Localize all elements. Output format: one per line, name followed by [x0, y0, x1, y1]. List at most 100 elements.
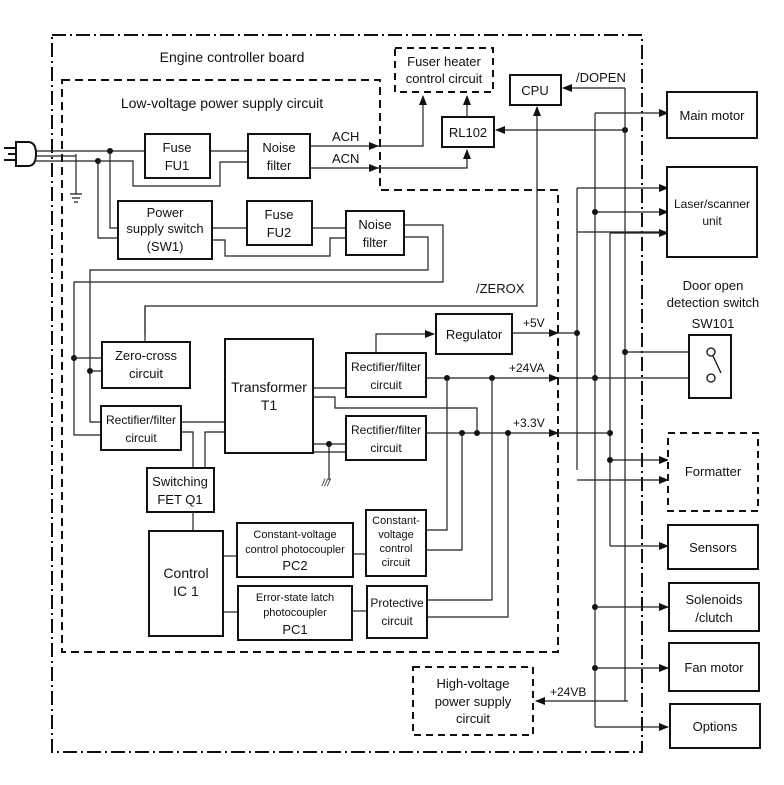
formatter-block: Formatter [667, 432, 759, 512]
rectifier-primary-block: Rectifier/filter circuit [100, 405, 182, 451]
svg-text:Fan motor: Fan motor [684, 660, 744, 675]
svg-text:Fuse: Fuse [163, 140, 192, 155]
svg-text:Laser/scanner: Laser/scanner [674, 197, 750, 211]
svg-text:T1: T1 [261, 397, 278, 413]
power-supply-switch-block: Power supply switch (SW1) [117, 200, 213, 260]
noise-filter-2-block: Noise filter [345, 210, 405, 256]
svg-text:Rectifier/filter: Rectifier/filter [351, 423, 421, 437]
high-voltage-supply-block: High-voltage power supply circuit [412, 666, 534, 736]
svg-text:Solenoids: Solenoids [685, 592, 743, 607]
svg-text:Main motor: Main motor [679, 108, 745, 123]
fan-motor-block: Fan motor [668, 642, 760, 692]
options-block: Options [669, 703, 761, 749]
constant-voltage-control-block: Constant- voltage control circuit [365, 509, 427, 577]
svg-text:Door open: Door open [683, 278, 744, 293]
control-ic-block: Control IC 1 [148, 530, 224, 637]
svg-text:control: control [379, 543, 412, 555]
door-open-switch-label: Door open detection switch SW101 [667, 278, 760, 331]
svg-text:control circuit: control circuit [406, 71, 483, 86]
svg-text:SW101: SW101 [692, 316, 735, 331]
transformer-t1-block: Transformer T1 [224, 338, 314, 454]
svg-text:Switching: Switching [152, 474, 208, 489]
svg-text:Fuse: Fuse [265, 207, 294, 222]
svg-text:supply switch: supply switch [126, 221, 203, 236]
low-voltage-supply-label: Low-voltage power supply circuit [121, 95, 323, 111]
svg-text:High-voltage: High-voltage [437, 676, 510, 691]
low-voltage-supply-outline [61, 79, 559, 653]
svg-text:circuit: circuit [382, 557, 411, 569]
svg-text:Error-state latch: Error-state latch [256, 592, 334, 604]
svg-text:control photocoupler: control photocoupler [245, 544, 345, 556]
signal-24vb: +24VB [550, 685, 586, 699]
svg-text:Zero-cross: Zero-cross [115, 348, 178, 363]
svg-text:Constant-: Constant- [372, 515, 420, 527]
svg-text:photocoupler: photocoupler [263, 607, 327, 619]
laser-scanner-unit-block: Laser/scanner unit [666, 166, 758, 258]
signal-acn: ACN [332, 151, 359, 166]
svg-text:Transformer: Transformer [231, 379, 307, 395]
signal-ach: ACH [332, 129, 359, 144]
cpu-block: CPU [509, 74, 562, 106]
svg-text:Rectifier/filter: Rectifier/filter [351, 360, 421, 374]
signal-33v: +3.3V [513, 416, 545, 430]
signal-zerox: /ZEROX [476, 281, 525, 296]
svg-text:Formatter: Formatter [685, 464, 742, 479]
noise-filter-1-block: Noise filter [247, 133, 311, 179]
svg-text:Control: Control [163, 565, 208, 581]
signal-dopen: /DOPEN [576, 70, 626, 85]
svg-text:RL102: RL102 [449, 125, 487, 140]
svg-text:Noise: Noise [358, 217, 391, 232]
fuser-heater-control-block: Fuser heater control circuit [394, 47, 494, 93]
svg-text:Sensors: Sensors [689, 540, 737, 555]
svg-text:circuit: circuit [129, 366, 163, 381]
svg-text:circuit: circuit [370, 378, 402, 392]
signal-24va: +24VA [509, 361, 544, 375]
svg-text:detection switch: detection switch [667, 295, 760, 310]
svg-text:Options: Options [693, 719, 738, 734]
svg-text:voltage: voltage [378, 529, 413, 541]
svg-text:FU2: FU2 [267, 225, 292, 240]
svg-text:/clutch: /clutch [695, 610, 733, 625]
svg-text:CPU: CPU [521, 83, 548, 98]
svg-text:PC1: PC1 [282, 622, 307, 637]
svg-text:FU1: FU1 [165, 158, 190, 173]
zero-cross-block: Zero-cross circuit [101, 341, 191, 389]
svg-text:Power: Power [147, 205, 185, 220]
svg-text:circuit: circuit [370, 441, 402, 455]
svg-text:unit: unit [702, 214, 722, 228]
svg-text:Protective: Protective [370, 596, 424, 610]
fuse-fu2-block: Fuse FU2 [246, 200, 313, 246]
signal-5v: +5V [523, 316, 545, 330]
svg-text:circuit: circuit [381, 614, 413, 628]
sensors-block: Sensors [667, 524, 759, 570]
svg-text:circuit: circuit [125, 431, 157, 445]
svg-text:Noise: Noise [262, 140, 295, 155]
svg-text:Rectifier/filter: Rectifier/filter [106, 413, 176, 427]
regulator-block: Regulator [435, 313, 513, 355]
ac-plug-icon [4, 141, 38, 167]
svg-text:Fuser heater: Fuser heater [407, 54, 481, 69]
door-switch-sw101-icon [688, 334, 732, 399]
svg-text:PC2: PC2 [282, 558, 307, 573]
engine-controller-board-outline [51, 34, 643, 753]
photocoupler-pc2-block: Constant-voltage control photocoupler PC… [236, 522, 354, 578]
svg-text:circuit: circuit [456, 711, 490, 726]
rectifier-33v-block: Rectifier/filter circuit [345, 415, 427, 461]
fuse-fu1-block: Fuse FU1 [144, 133, 211, 179]
engine-controller-board-label: Engine controller board [160, 49, 305, 65]
svg-text:Regulator: Regulator [446, 327, 503, 342]
svg-text:power supply: power supply [435, 694, 512, 709]
svg-text:IC 1: IC 1 [173, 583, 199, 599]
relay-rl102-block: RL102 [441, 116, 495, 148]
svg-text:Constant-voltage: Constant-voltage [253, 529, 336, 541]
main-motor-block: Main motor [666, 91, 758, 139]
switching-fet-block: Switching FET Q1 [146, 467, 215, 513]
chassis-ground-icon: /// [321, 478, 332, 489]
svg-text:filter: filter [267, 158, 292, 173]
svg-text:FET Q1: FET Q1 [157, 492, 202, 507]
svg-text:(SW1): (SW1) [147, 239, 184, 254]
photocoupler-pc1-block: Error-state latch photocoupler PC1 [237, 585, 353, 641]
solenoids-clutch-block: Solenoids /clutch [668, 582, 760, 632]
svg-text:filter: filter [363, 235, 388, 250]
